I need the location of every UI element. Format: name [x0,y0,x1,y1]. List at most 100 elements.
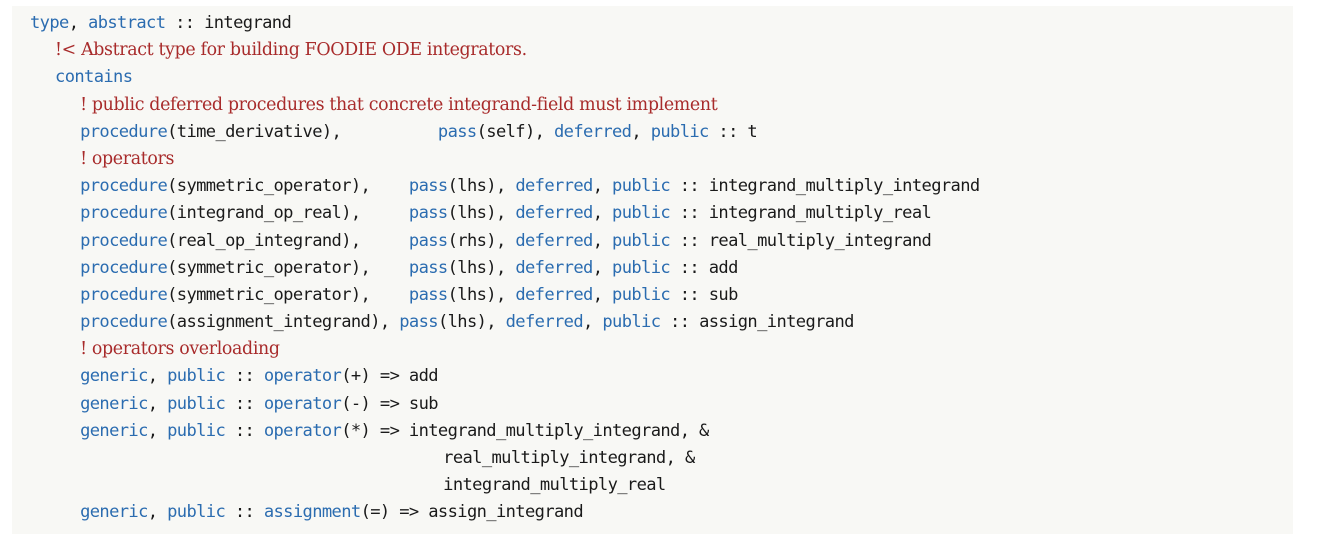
code-line-content: contains [55,64,133,91]
code-keyword: deferred [515,176,593,197]
code-line: generic, public :: operator(+) => add [12,363,1293,390]
code-text: , [631,121,651,142]
code-text: :: assign_integrand [660,312,854,333]
code-keyword: public [650,121,710,142]
code-line: procedure(time_derivative), pass(self), … [12,119,1293,146]
code-keyword: assignment [263,502,361,523]
code-comment: ! operators [80,148,175,169]
code-text: (time_derivative), [167,121,438,142]
code-keyword: procedure [80,203,168,224]
code-keyword: pass [408,203,448,224]
code-keyword: procedure [80,121,168,142]
code-line: ! operators overloading [12,336,1293,363]
code-text: :: [225,366,264,387]
code-text: , [583,312,603,333]
code-line-content: procedure(symmetric_operator), pass(lhs)… [80,255,738,282]
code-line-content: integrand_multiply_real [443,472,666,499]
code-text: (*) => integrand_multiply_integrand, & [341,420,709,441]
code-keyword: generic [80,366,148,387]
code-comment: ! public deferred procedures that concre… [80,94,718,115]
code-line-content: ! operators overloading [80,336,280,363]
code-line-content: generic, public :: assignment(=) => assi… [80,499,584,526]
code-keyword: public [167,502,226,523]
code-line-content: procedure(symmetric_operator), pass(lhs)… [80,282,738,309]
code-line-content: ! operators [80,146,174,173]
code-line-content: procedure(time_derivative), pass(self), … [80,119,758,146]
code-line-content: ! public deferred procedures that concre… [80,92,718,119]
code-text: :: real_multiply_integrand [670,230,932,251]
code-keyword: procedure [80,312,168,333]
code-text: , [592,230,613,251]
code-text: :: [225,393,264,414]
code-text: (integrand_op_real), [167,203,409,224]
code-line: procedure(symmetric_operator), pass(lhs)… [12,173,1293,200]
code-comment: !< Abstract type for building FOODIE ODE… [55,40,527,61]
code-keyword: procedure [80,230,168,251]
code-text: :: [225,502,264,523]
code-text: , [147,366,168,387]
code-keyword: generic [80,393,148,414]
code-text: :: sub [670,284,739,305]
code-line-content: generic, public :: operator(+) => add [80,363,438,390]
code-keyword: public [167,393,226,414]
code-line-content: type, abstract :: integrand [30,10,292,37]
code-keyword: deferred [515,203,593,224]
code-keyword: operator [263,393,342,414]
code-keyword: deferred [505,312,584,333]
code-line-content: real_multiply_integrand, & [443,445,695,472]
code-line: generic, public :: operator(-) => sub [12,391,1293,418]
code-line: procedure(assignment_integrand), pass(lh… [12,309,1293,336]
code-text: , [592,203,613,224]
code-line-content: !< Abstract type for building FOODIE ODE… [55,37,527,64]
code-line-content: procedure(assignment_integrand), pass(lh… [80,309,854,336]
code-text: (symmetric_operator), [167,176,409,197]
code-keyword: deferred [515,284,593,305]
code-text: (symmetric_operator), [167,257,409,278]
code-text: (lhs), [447,284,516,305]
code-text: :: add [670,257,739,278]
code-line-content: generic, public :: operator(*) => integr… [80,418,709,445]
code-text: (assignment_integrand), [167,312,400,333]
code-keyword: generic [80,420,148,441]
code-comment: ! operators overloading [80,339,280,360]
code-text: :: integrand_multiply_real [670,203,932,224]
code-text: (=) => assign_integrand [360,502,584,523]
code-keyword: operator [263,366,342,387]
code-text: (self), [476,121,554,142]
code-text: (rhs), [447,230,516,251]
code-text: , [147,502,168,523]
code-line: type, abstract :: integrand [12,10,1293,37]
code-keyword: pass [408,230,448,251]
code-text: :: integrand_multiply_integrand [670,176,980,197]
code-keyword: generic [80,502,148,523]
code-keyword: public [612,284,671,305]
code-text: (lhs), [447,203,516,224]
code-keyword: pass [408,257,448,278]
code-keyword: contains [55,67,133,88]
code-line: real_multiply_integrand, & [12,445,1293,472]
code-keyword: public [602,312,661,333]
code-line: contains [12,64,1293,91]
code-text: , [592,257,613,278]
code-line: procedure(symmetric_operator), pass(lhs)… [12,255,1293,282]
code-keyword: deferred [515,257,593,278]
code-keyword: public [612,230,671,251]
code-keyword: deferred [515,230,593,251]
code-text: (symmetric_operator), [167,284,409,305]
code-text: , [147,393,168,414]
code-keyword: procedure [80,284,168,305]
code-line: procedure(real_op_integrand), pass(rhs),… [12,228,1293,255]
code-keyword: procedure [80,176,168,197]
code-keyword: public [167,366,226,387]
code-keyword: pass [399,312,438,333]
code-line: integrand_multiply_real [12,472,1293,499]
code-keyword: public [167,420,226,441]
code-text: :: integrand [165,13,292,33]
code-keyword: public [612,176,671,197]
code-listing: type, abstract :: integrand!< Abstract t… [12,6,1293,534]
code-text: (+) => add [341,366,438,387]
code-keyword: pass [408,284,448,305]
code-keyword: type [30,13,69,33]
code-keyword: deferred [553,121,632,142]
code-text: integrand_multiply_real [443,475,666,496]
